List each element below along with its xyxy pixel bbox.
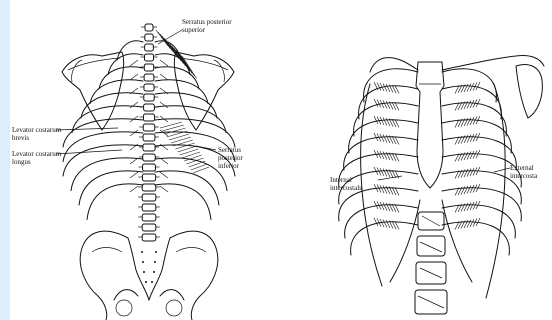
label-internal-intercostals: Internal intercostals: [330, 176, 362, 192]
clavicles: [370, 55, 544, 72]
right-scapula-anterior: [516, 65, 542, 118]
label-levator-costarum-longus: Levator costarum longus: [12, 150, 61, 166]
label-serratus-posterior-superior: Serratus posterior superior: [182, 18, 232, 34]
anterior-ribs: [339, 69, 522, 298]
sternum: [416, 62, 444, 188]
label-external-intercostals: External intercosta: [510, 164, 537, 180]
label-levator-costarum-brevis: Levator costarum brevis: [12, 126, 61, 142]
lumbar-vertebrae: [415, 212, 447, 314]
label-serratus-posterior-inferior: Serratus posterior inferior: [218, 146, 243, 170]
anterior-ribcage-illustration: [10, 0, 552, 320]
intercostal-muscles: [374, 82, 480, 230]
figure-canvas: Serratus posterior superior Levator cost…: [10, 0, 552, 320]
